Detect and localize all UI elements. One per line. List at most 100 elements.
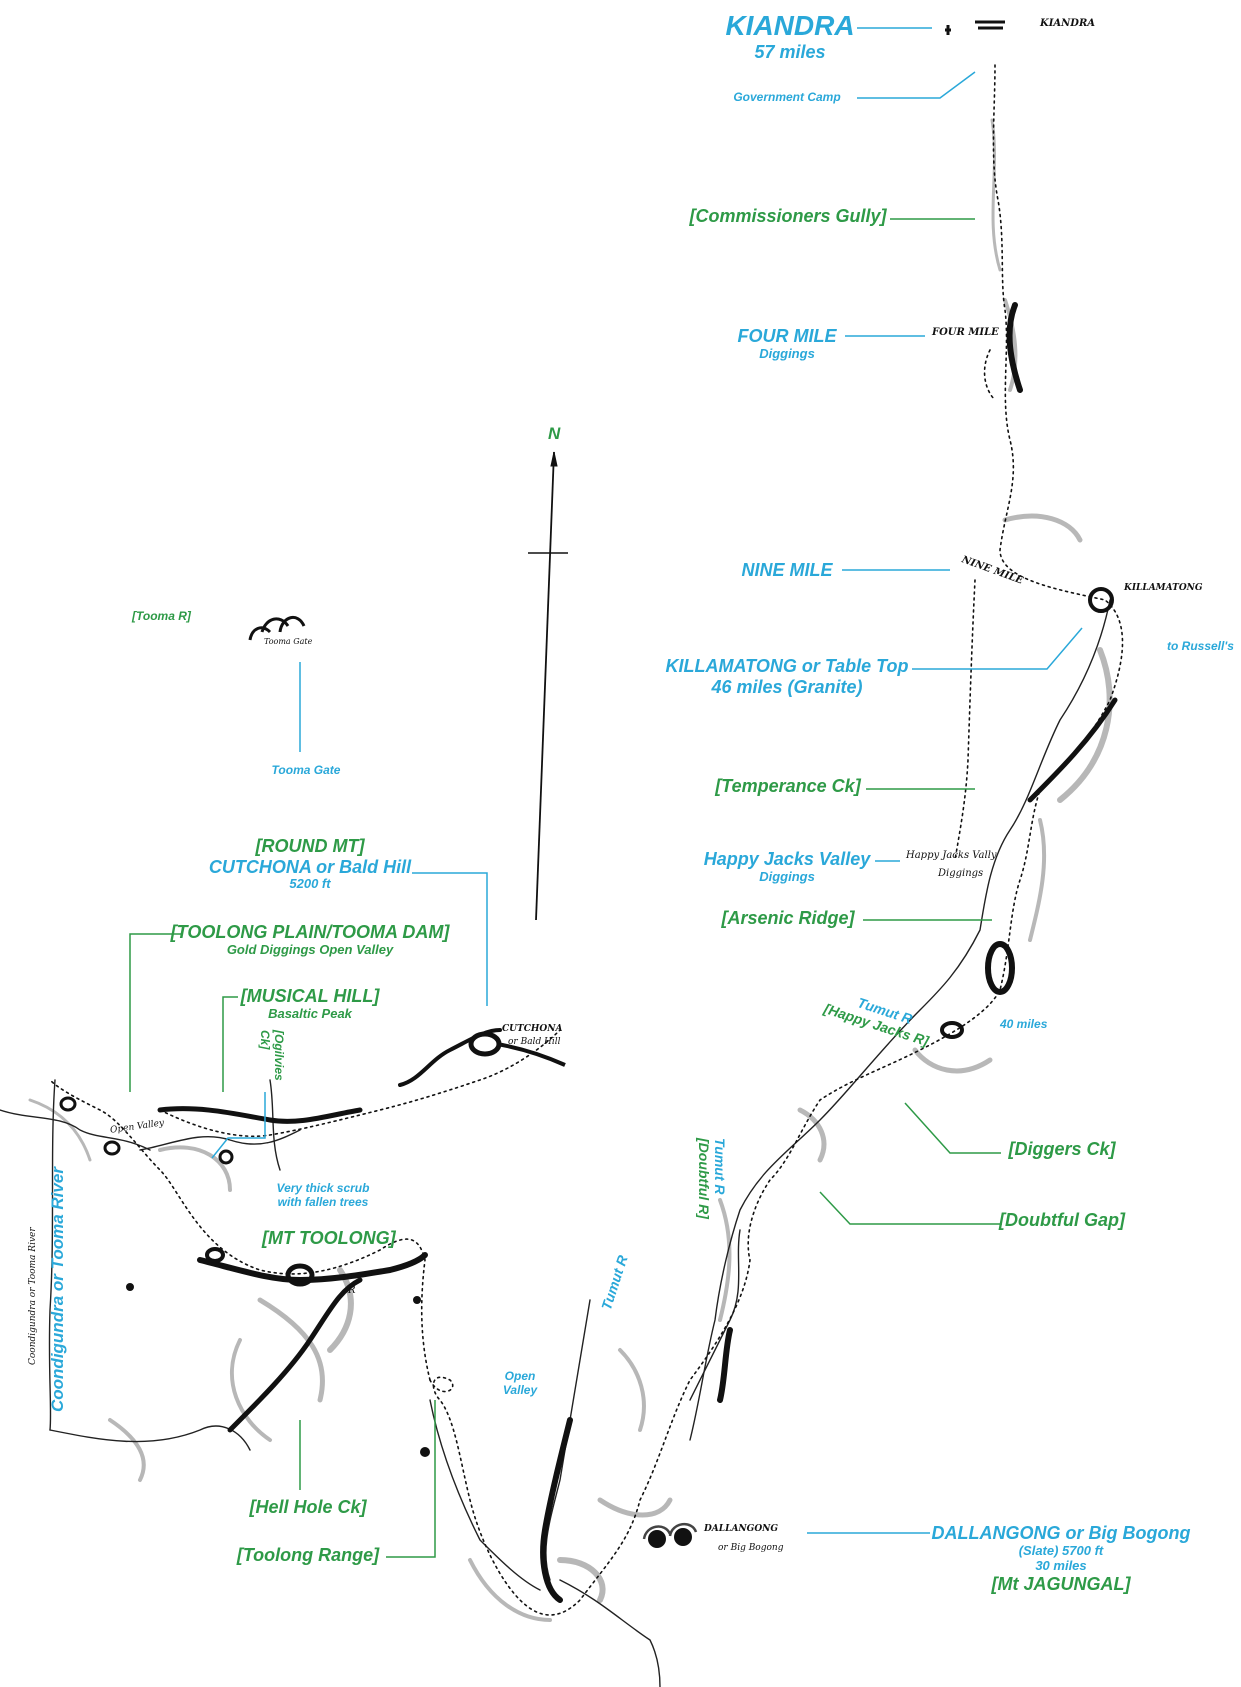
range-four-mile [1006, 302, 1023, 393]
very-thick-scrub-line2: with fallen trees [277, 1194, 369, 1209]
diggers-ck-label: [Diggers Ck] [1008, 1139, 1116, 1159]
route-cutchona [159, 1029, 561, 1138]
leader-lines-blue [211, 27, 1083, 1534]
hand-kiandra: KIANDRA [1040, 18, 1096, 29]
open-valley-label: Open Valley [502, 1369, 538, 1398]
hand-killamatong: KILLAMATONG [1124, 583, 1203, 593]
tumut-river-line [689, 599, 1111, 1441]
doubtful-river-line [689, 1229, 741, 1401]
leader-lines-green [129, 218, 1002, 1558]
range-mt-toolong [197, 1252, 428, 1284]
hand-happy-jacks: Happy Jacks Vally [906, 850, 997, 861]
musical-hill-label: [MUSICAL HILL] Basaltic Peak [241, 986, 380, 1022]
route-nine-mile-branch [954, 579, 976, 861]
range-cutchona-spur [398, 1028, 502, 1087]
musical-hill-title: [MUSICAL HILL] [240, 986, 380, 1006]
arsenic-ridge-hill [985, 941, 1015, 995]
mt-toolong-west-hill [205, 1247, 225, 1263]
commissioners-gully-label: [Commissioners Gully] [689, 206, 887, 226]
route-track [49, 64, 1124, 1616]
arsenic-ridge-label: [Arsenic Ridge] [721, 908, 855, 928]
range-open-valley [540, 1417, 573, 1603]
hand-r-mark: R [348, 1285, 356, 1296]
dallangong-label: DALLANGONG or Big Bogong (Slate) 5700 ft… [932, 1523, 1191, 1594]
killamatong-label: KILLAMATONG or Table Top 46 miles (Grani… [666, 656, 909, 697]
four-mile-label: FOUR MILE Diggings [738, 326, 837, 362]
round-mt-label: [ROUND MT] CUTCHONA or Bald Hill 5200 ft [209, 836, 411, 892]
tooma-river-line [48, 1079, 56, 1431]
route-west [49, 1079, 431, 1381]
coondigundra-label: Coondigundra or Tooma River [48, 1167, 67, 1412]
musical-hill-peak [218, 1149, 234, 1165]
hill-dot-3 [413, 1296, 421, 1304]
toolong-hill-1 [103, 1140, 121, 1156]
hand-tooma-gate: Tooma Gate [264, 637, 313, 646]
happy-jacks-valley-sub: Diggings [759, 868, 815, 884]
open-valley-line1: Open [504, 1369, 536, 1383]
creek-line-west [0, 1109, 151, 1151]
dallangong-title: DALLANGONG or Big Bogong [931, 1523, 1191, 1543]
round-mt-line1: [ROUND MT] [255, 836, 365, 856]
dallangong-sub1: (Slate) 5700 ft [1018, 1542, 1104, 1558]
tumut-doubtful-label: Tumut R [Doubtful R] [696, 1138, 728, 1219]
route-four-mile-branch [983, 349, 996, 401]
tooma-gate-hachure [248, 616, 306, 641]
hill-dot-1 [126, 1283, 134, 1291]
kiandra-label: KIANDRA 57 miles [725, 10, 854, 63]
hill-dot-2 [420, 1447, 430, 1457]
ogilvies-ck-line1: [Ogilvies [272, 1030, 286, 1081]
range-toolong [157, 1106, 363, 1124]
tumut-doubtful-line2: [Doubtful R] [695, 1138, 712, 1219]
kiandra-distance: 57 miles [754, 42, 826, 63]
hand-bald-hill: or Bald Hill [508, 1037, 561, 1047]
happy-jacks-valley-title: Happy Jacks Valley [703, 849, 871, 869]
toolong-hill-2 [59, 1096, 77, 1112]
ogilvies-ck-line2: Ck] [258, 1030, 273, 1050]
tumut-doubtful-line1: Tumut R [712, 1138, 728, 1195]
range-doubtful [717, 1327, 733, 1403]
dallangong-peak-1 [648, 1530, 666, 1548]
to-russells-label: to Russell's [1167, 639, 1234, 653]
happy-jacks-valley-label: Happy Jacks Valley Diggings [704, 849, 870, 885]
temperance-ck-label: [Temperance Ck] [715, 776, 861, 796]
mt-toolong-hill [285, 1263, 315, 1287]
four-mile-title: FOUR MILE [737, 326, 837, 346]
four-mile-sub: Diggings [759, 345, 815, 361]
killamatong-sub: 46 miles (Granite) [711, 676, 863, 697]
cutchona-hill [468, 1031, 502, 1057]
terrain-shading [28, 118, 1113, 1622]
rivers [0, 599, 1111, 1687]
hell-hole-ck-label: [Hell Hole Ck] [249, 1497, 367, 1517]
open-valley-line2: Valley [502, 1382, 538, 1397]
doubtful-gap-label: [Doubtful Gap] [999, 1210, 1125, 1230]
round-mt-line2: CUTCHONA or Bald Hill [208, 856, 412, 877]
toolong-range-label: [Toolong Range] [236, 1545, 380, 1565]
very-thick-scrub-line1: Very thick scrub [276, 1181, 370, 1195]
nine-mile-label: NINE MILE [741, 560, 833, 580]
ogilvies-ck-label: [Ogilvies Ck] [257, 1030, 286, 1081]
forty-miles-label: 40 miles [1000, 1017, 1048, 1031]
hand-dallangong: DALLANGONG [704, 1524, 779, 1534]
ogilvies-creek-line [269, 1079, 281, 1171]
cutchona-tail [496, 1042, 566, 1067]
hand-big-bogong: or Big Bogong [718, 1543, 784, 1553]
round-mt-line3: 5200 ft [289, 876, 331, 892]
musical-hill-sub: Basaltic Peak [268, 1005, 352, 1021]
kiandra-title: KIANDRA [725, 10, 855, 41]
hell-hole-creek-line [49, 1425, 251, 1451]
north-label: N [548, 424, 561, 443]
hand-coondigundra: Coondigundra or Tooma River [28, 1227, 38, 1365]
very-thick-scrub-label: Very thick scrub with fallen trees [276, 1181, 370, 1210]
killamatong-hill [1088, 587, 1114, 613]
tooma-gate-label: Tooma Gate [271, 763, 341, 777]
happy-jacks-hook [940, 1021, 964, 1039]
hill-symbols [59, 20, 1114, 1548]
government-camp-label: Government Camp [733, 90, 841, 104]
toolong-plain-sub: Gold Diggings Open Valley [226, 941, 394, 957]
dallangong-hachure [642, 1523, 698, 1540]
kiandra-blocks [945, 20, 1005, 35]
dallangong-peak-2 [674, 1528, 692, 1546]
mt-toolong-label: [MT TOOLONG] [262, 1228, 396, 1248]
dallangong-alt: [Mt JAGUNGAL] [991, 1573, 1131, 1594]
